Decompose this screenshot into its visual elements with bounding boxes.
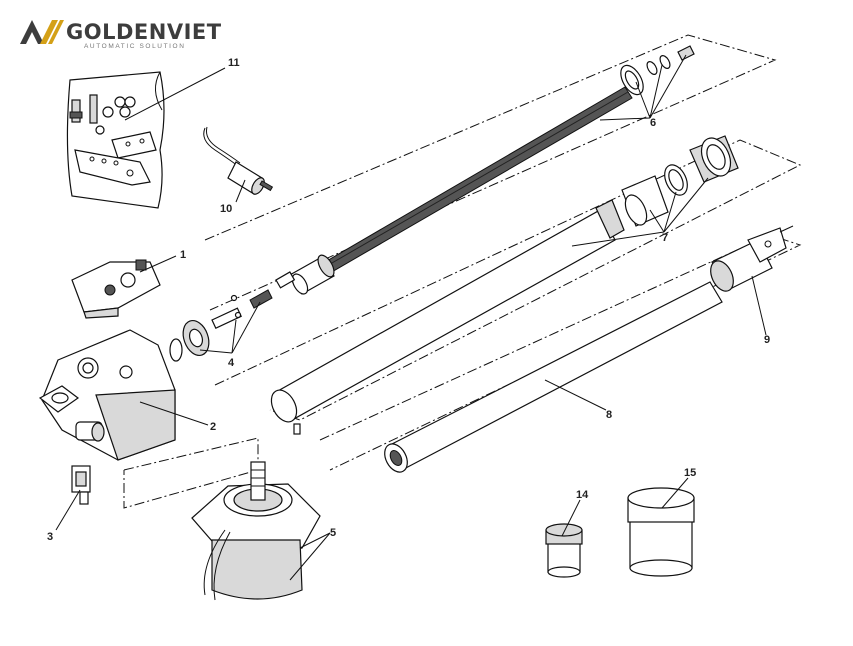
part-2-gearbox-housing <box>38 329 176 461</box>
part-8-tubes <box>270 199 723 473</box>
callout-4: 4 <box>228 357 235 369</box>
part-3-connector <box>71 465 91 505</box>
brand-name: GOLDENVIET <box>66 20 222 44</box>
callout-10: 10 <box>220 203 232 215</box>
part-14-small-jar <box>545 523 583 578</box>
callout-9: 9 <box>764 334 770 346</box>
callout-11: 11 <box>228 57 240 69</box>
callout-5: 5 <box>330 527 336 539</box>
part-9-front-attachment <box>710 225 794 292</box>
callout-labels: 11 10 1 2 3 4 5 6 7 8 9 14 15 <box>47 57 770 543</box>
part-6-lead-screw <box>275 45 695 295</box>
part-10-capacitor-cable <box>203 126 274 195</box>
callout-15: 15 <box>684 467 696 479</box>
part-5-motor <box>191 461 321 601</box>
callout-8: 8 <box>606 409 612 421</box>
callout-7: 7 <box>662 232 668 244</box>
brand-logo-icon <box>20 20 64 44</box>
callout-1: 1 <box>180 249 186 261</box>
part-15-large-jar <box>627 487 695 577</box>
part-11-hardware-kit <box>66 71 165 209</box>
callout-14: 14 <box>576 489 589 501</box>
part-1-switch-cover <box>71 259 161 319</box>
part-7-nut-set <box>621 135 739 227</box>
callout-3: 3 <box>47 531 53 543</box>
part-4-gear-set <box>169 289 273 362</box>
leader-lines <box>55 54 767 581</box>
brand: GOLDENVIET AUTOMATIC SOLUTION <box>18 18 221 54</box>
brand-tagline: AUTOMATIC SOLUTION <box>84 43 186 50</box>
callout-6: 6 <box>650 117 656 129</box>
callout-2: 2 <box>210 421 216 433</box>
